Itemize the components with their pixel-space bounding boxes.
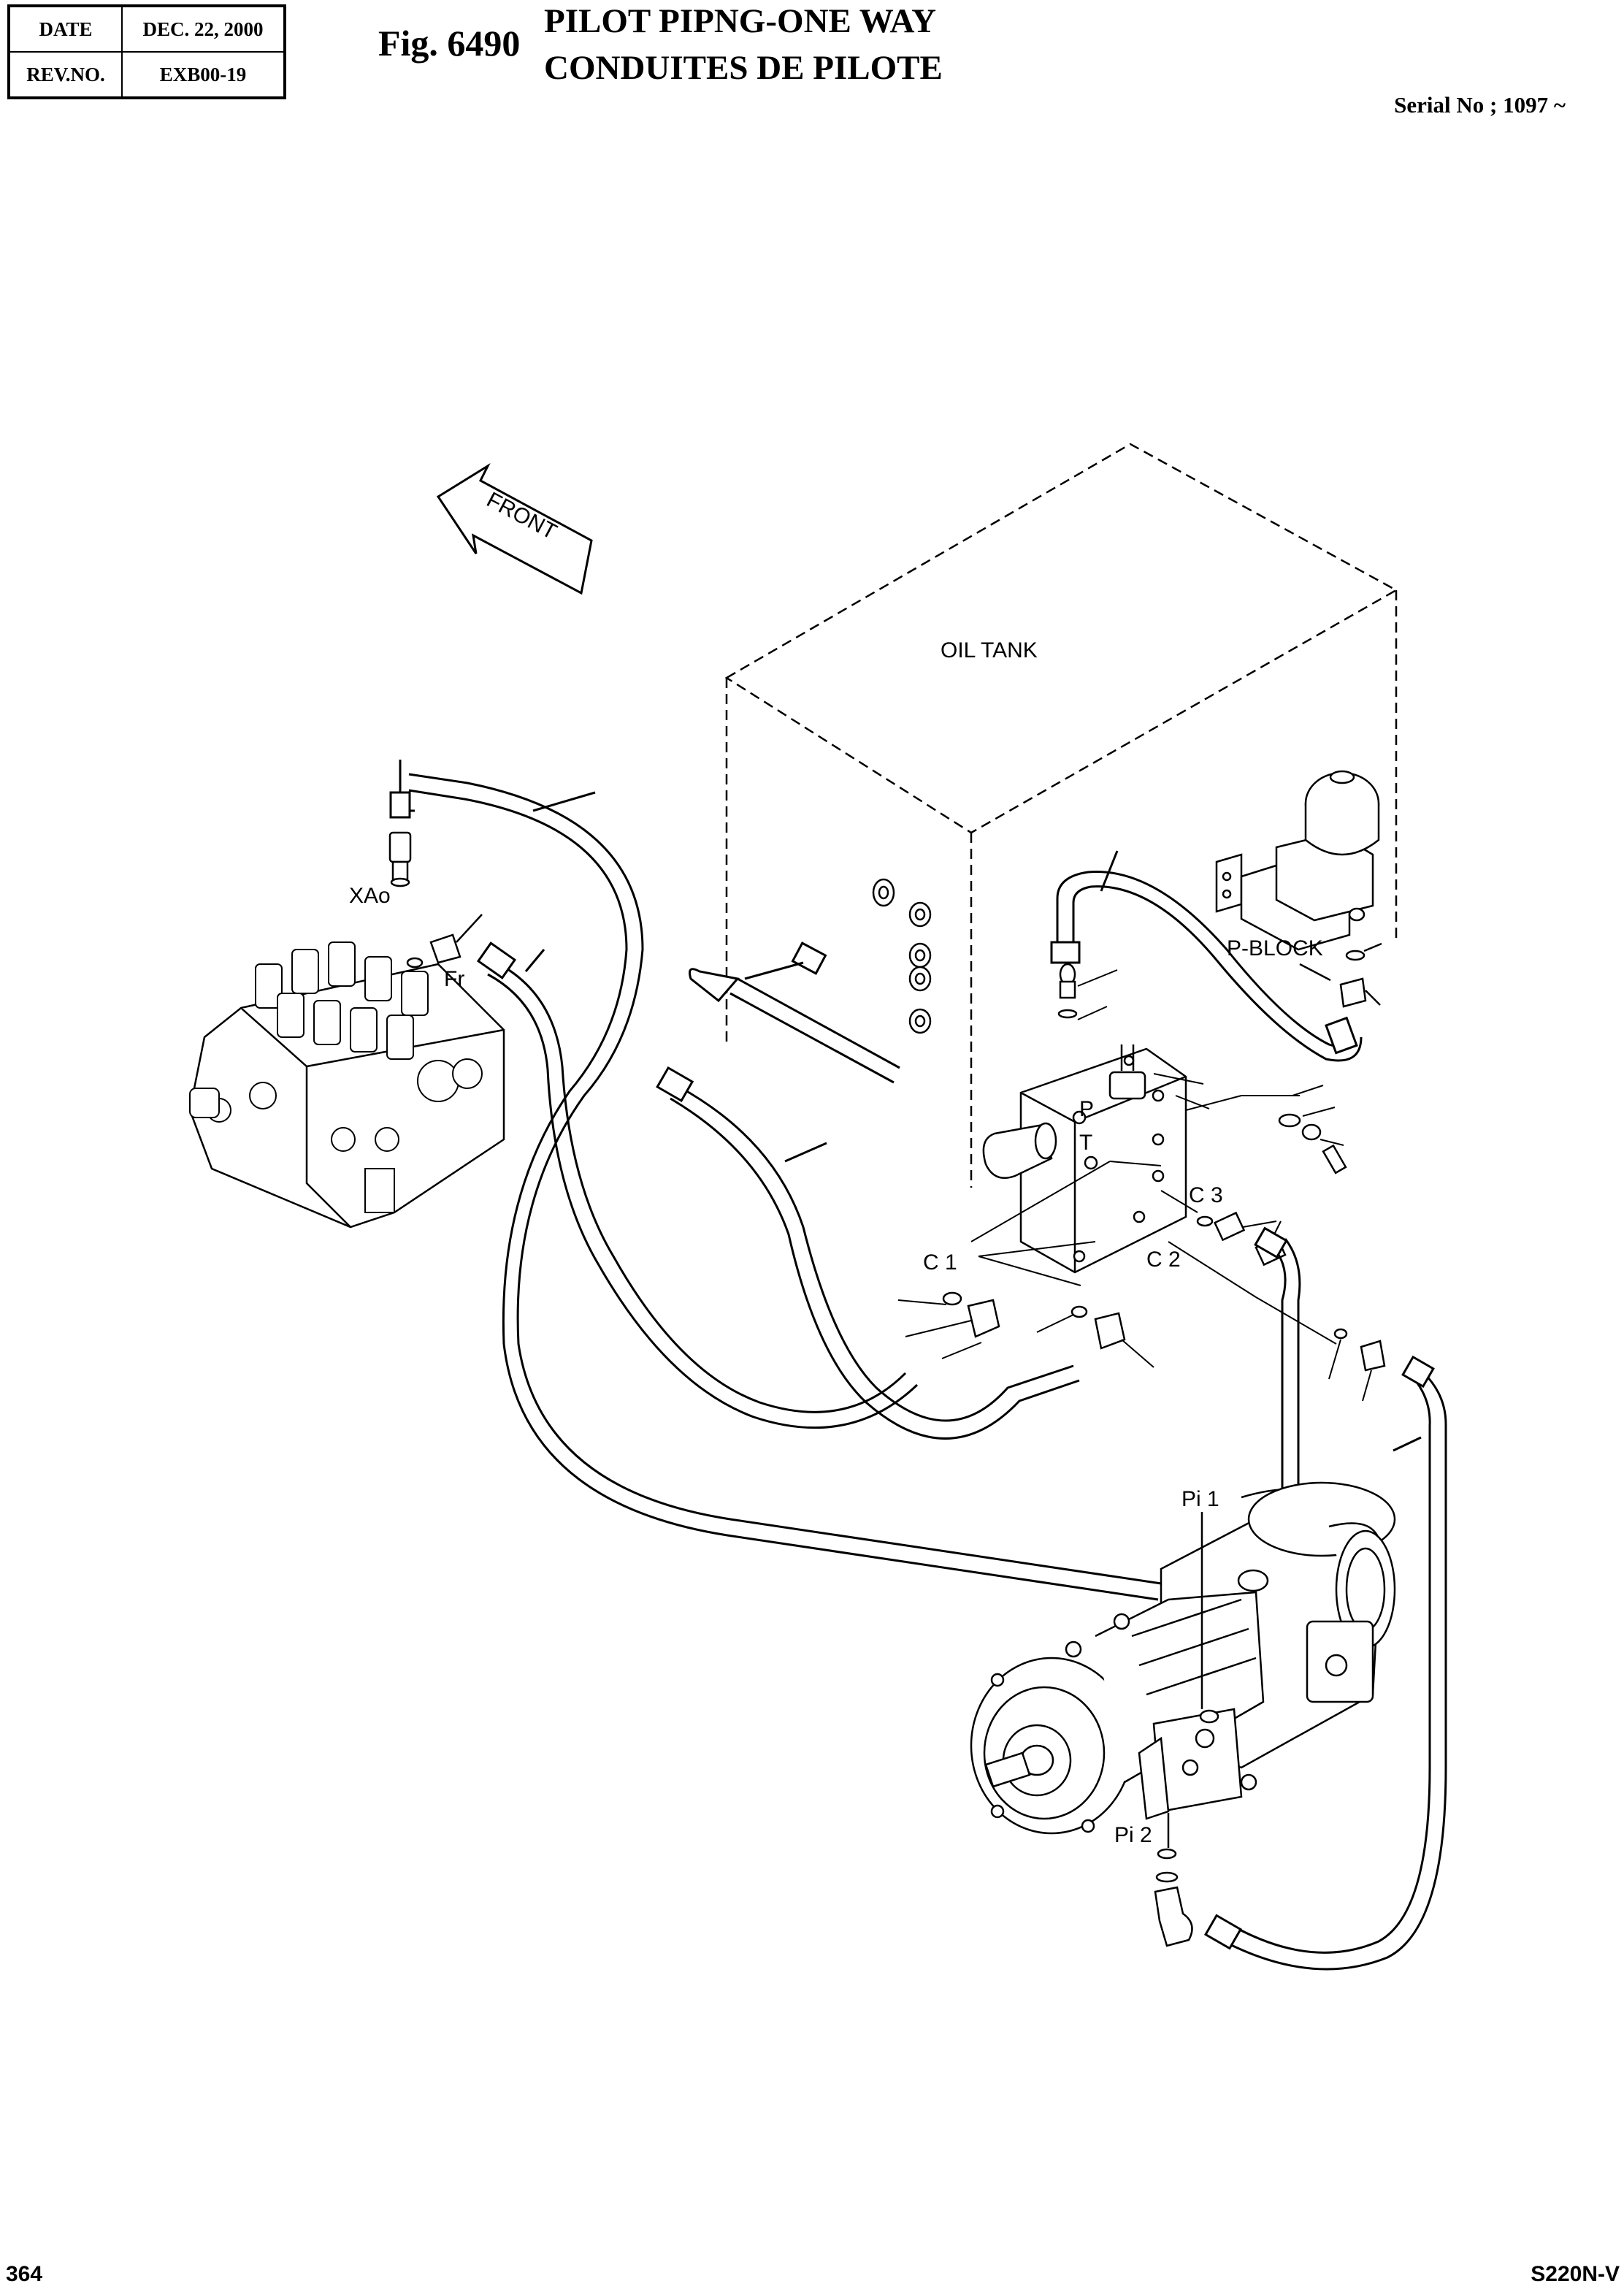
fr-port-label: Fr xyxy=(444,967,464,991)
date-value: DEC. 22, 2000 xyxy=(121,5,286,53)
p-block-label: P-BLOCK xyxy=(1227,936,1323,960)
tank-suction-pipe xyxy=(689,941,900,1084)
date-label: DATE xyxy=(8,5,123,53)
page-number: 364 xyxy=(6,2262,43,2286)
model-number: S220N-V xyxy=(1531,2262,1620,2286)
hose-p-block xyxy=(1050,850,1363,1062)
pilot-valve-block xyxy=(982,1044,1187,1274)
serial-number: Serial No ; 1097 ~ xyxy=(1394,92,1566,118)
tank-port-fittings xyxy=(872,878,932,1034)
hose-main-return xyxy=(389,760,1162,1601)
p-block-accumulator xyxy=(1215,770,1380,951)
hose-fr xyxy=(476,941,919,1429)
pi2-port-label: Pi 2 xyxy=(1114,1823,1152,1847)
oil-tank-label: OIL TANK xyxy=(941,638,1038,662)
figure-title-english: PILOT PIPNG-ONE WAY xyxy=(544,2,937,40)
xao-port-label: XAo xyxy=(349,884,391,908)
front-arrow: FRONT xyxy=(436,462,593,595)
valve-block-leaders xyxy=(970,1073,1337,1345)
revision-table: DATE DEC. 22, 2000 REV.NO. EXB00-19 xyxy=(7,4,286,99)
rev-label: REV.NO. xyxy=(8,51,123,99)
xao-fittings xyxy=(388,831,483,969)
p-block-fittings xyxy=(1299,942,1382,1008)
figure-title-french: CONDUITES DE PILOTE xyxy=(544,49,943,87)
pi1-port-label: Pi 1 xyxy=(1181,1487,1219,1511)
c2-port-label: C 2 xyxy=(1146,1248,1181,1272)
t-port-label: T xyxy=(1079,1131,1092,1155)
pump-port-fittings xyxy=(1154,1512,1203,1947)
rev-value: EXB00-19 xyxy=(121,51,286,99)
c1-port-label: C 1 xyxy=(923,1250,957,1275)
pipe-to-pi2 xyxy=(1203,1355,1447,1971)
pipe-c2-to-pi1 xyxy=(1254,1226,1301,1512)
hose-tank-return xyxy=(656,1066,1080,1440)
c3-port-label: C 3 xyxy=(1189,1183,1223,1207)
figure-number: Fig. 6490 xyxy=(378,23,521,64)
p-port-label: P xyxy=(1079,1097,1094,1121)
hydraulic-pump xyxy=(970,1481,1396,1835)
main-control-valve xyxy=(188,941,505,1229)
oil-tank xyxy=(724,443,1398,1188)
